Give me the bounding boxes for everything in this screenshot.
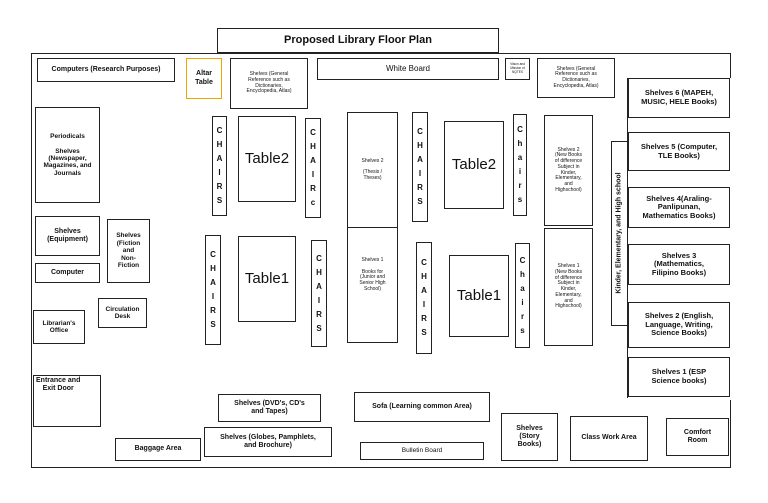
shelves-2-new-books: Shelves 2 (New Books of difference Subje…: [544, 115, 593, 226]
librarians-office: Librarian's Office: [33, 310, 85, 344]
shelves-fiction: Shelves (Fiction and Non- Fiction: [107, 219, 150, 283]
shelves-2-english: Shelves 2 (English, Language, Writing, S…: [628, 302, 730, 348]
computers-area: Computers (Research Purposes): [37, 58, 175, 82]
computer-station: Computer: [35, 263, 100, 283]
shelves-4: Shelves 4(Araling- Panlipunan, Mathemati…: [628, 187, 730, 228]
table1-left: Table1: [238, 236, 296, 322]
floor-right-wall-lower: [730, 400, 731, 468]
shelves-6: Shelves 6 (MAPEH, MUSIC, HELE Books): [628, 78, 730, 118]
table2-right: Table2: [444, 121, 504, 209]
floor-left-wall: [31, 53, 32, 468]
periodicals-shelves: Periodicals Shelves (Newspaper, Magazine…: [35, 107, 100, 203]
entrance-exit-door: Entrance and Exit Door: [33, 375, 101, 427]
floor-bottom-wall: [31, 467, 731, 468]
class-work-area: Class Work Area: [570, 416, 648, 461]
kinder-elementary-highschool-label: Kinder, Elementary, and High school: [615, 172, 623, 295]
circulation-desk: Circulation Desk: [98, 298, 147, 328]
shelves-3: Shelves 3 (Mathematics, Filipino Books): [628, 244, 730, 285]
shelves-globes-pamphlets: Shelves (Globes, Pamphlets, and Brochure…: [204, 427, 332, 457]
kinder-elementary-highschool-bar: Kinder, Elementary, and High school: [611, 141, 628, 326]
sofa-learning-area: Sofa (Learning common Area): [354, 392, 490, 422]
shelves-5: Shelves 5 (Computer, TLE Books): [628, 132, 730, 171]
altar-table: Altar Table: [186, 58, 222, 99]
shelves-equipment: Shelves (Equipment): [35, 216, 100, 256]
table1-right: Table1: [449, 255, 509, 337]
shelves-general-reference-left: Shelves (General Reference such as Dicti…: [230, 58, 308, 109]
page-title: Proposed Library Floor Plan: [217, 28, 499, 53]
bulletin-board: Bulletin Board: [360, 442, 484, 460]
right-shelves-divider: [627, 78, 628, 398]
floor-right-wall-upper: [730, 53, 731, 78]
shelves-general-reference-right: Shelves (General Reference such as Dicti…: [537, 58, 615, 98]
shelves-story-books: Shelves (Story Books): [501, 413, 558, 461]
shelves-2-theses: Shelves 2 (Thesis / Theses): [347, 112, 398, 228]
comfort-room: Comfort Room: [666, 418, 729, 456]
baggage-area: Baggage Area: [115, 438, 201, 461]
shelves-1-new-books: Shelves 1 (New Books of difference Subje…: [544, 228, 593, 346]
shelves-1-junior-senior: Shelves 1 Books for (Junior and Senior H…: [347, 227, 398, 343]
shelves-1-esp: Shelves 1 (ESP Science books): [628, 357, 730, 397]
table2-left: Table2: [238, 116, 296, 202]
floor-top-wall: [31, 53, 731, 54]
white-board: White Board: [317, 58, 499, 80]
shelves-dvd-cd-tapes: Shelves (DVD's, CD's and Tapes): [218, 394, 321, 422]
vision-mission-board: Vision and Mission of NQTES: [505, 58, 530, 80]
